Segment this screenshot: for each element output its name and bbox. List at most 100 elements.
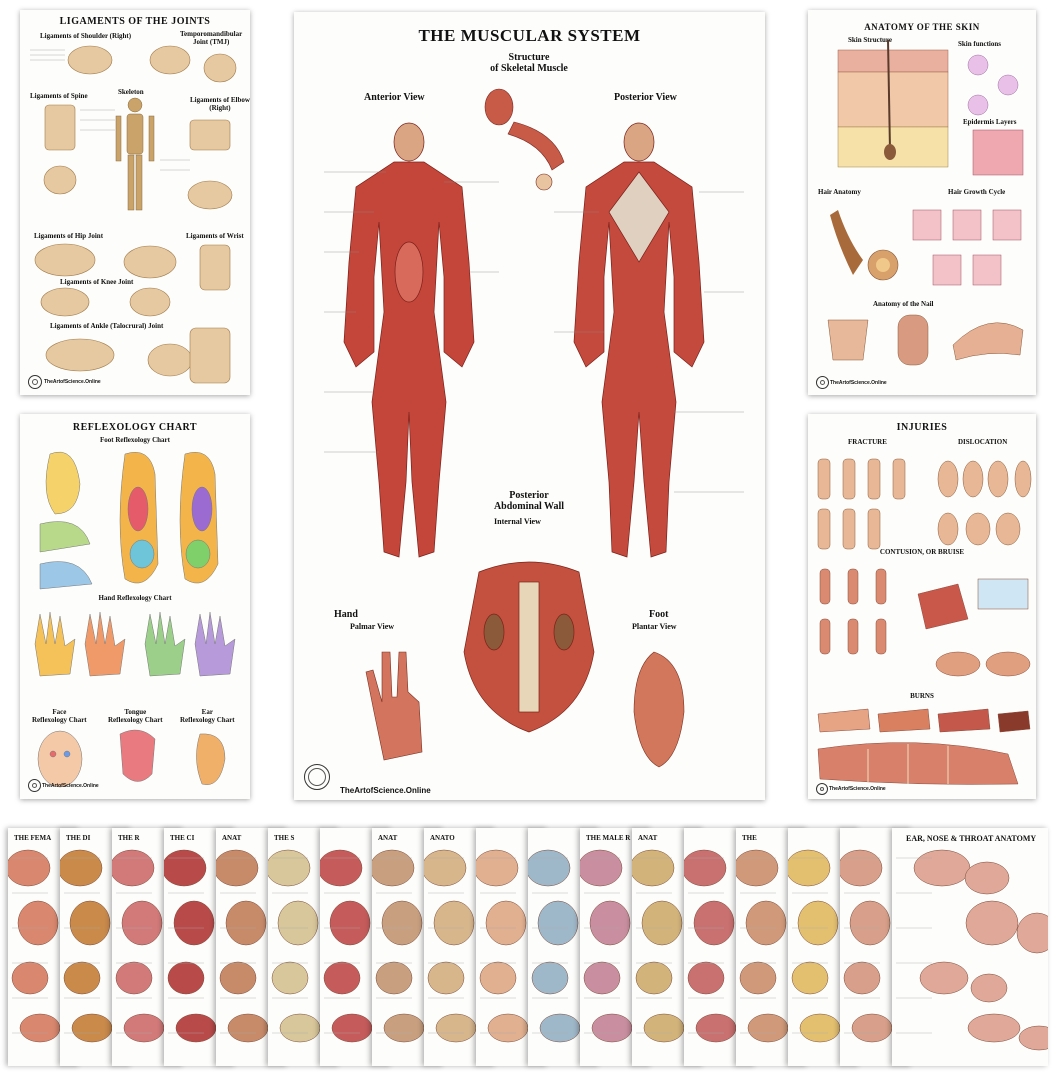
anatomy-shape: [736, 849, 779, 887]
publisher-seal: [816, 376, 829, 389]
section-epidermis: Epidermis Layers: [963, 118, 1017, 126]
anatomy-shape: [424, 849, 467, 887]
poster-title: ANATOMY OF THE SKIN: [864, 22, 980, 32]
anatomy-shape: [537, 900, 579, 946]
poster-title: REFLEXOLOGY CHART: [72, 422, 198, 433]
anatomy-shape: [63, 961, 101, 995]
stacked-poster-illustration: [60, 849, 113, 1043]
anatomy-shape: [175, 1013, 217, 1043]
section-foot-chart: Foot Reflexology Chart: [100, 436, 170, 444]
anterior-figure: [343, 122, 475, 558]
anatomy-shape: [747, 1013, 789, 1043]
anatomy-shape: [693, 900, 735, 946]
stacked-poster-illustration: [372, 849, 425, 1043]
stacked-poster-illustration: [736, 849, 789, 1043]
anatomy-shape: [112, 849, 155, 887]
poster-ligaments: LIGAMENTS OF THE JOINTS Ligaments of Sho…: [20, 10, 250, 395]
footer-brand: TheArtofScience.Online: [44, 379, 101, 385]
anatomy-shape: [528, 849, 571, 887]
anatomy-shape: [799, 1013, 841, 1043]
stacked-poster-illustration: [8, 849, 61, 1043]
poster-title: INJURIES: [896, 422, 948, 433]
stacked-poster-illustration: [528, 849, 581, 1043]
anatomy-shape: [225, 900, 267, 946]
stacked-poster-illustration: [684, 849, 737, 1043]
anatomy-shape: [17, 900, 59, 946]
anatomy-shape: [797, 900, 839, 946]
muscular-illustrations: [324, 88, 744, 768]
anatomy-shape: [970, 973, 1008, 1003]
anatomy-shape: [320, 849, 363, 887]
anatomy-shape: [583, 961, 621, 995]
stacked-poster-title: THE MALE R: [586, 834, 631, 842]
section-hair-anatomy: Hair Anatomy: [818, 188, 861, 196]
anatomy-shape: [279, 1013, 321, 1043]
stacked-poster-illustration: [788, 849, 841, 1043]
anatomy-shape: [788, 849, 831, 887]
anatomy-shape: [851, 1013, 893, 1043]
anatomy-shape: [115, 961, 153, 995]
foot-illustration: [633, 651, 685, 768]
poster-title: LIGAMENTS OF THE JOINTS: [59, 16, 211, 27]
poster-skin: ANATOMY OF THE SKIN Skin Structure Skin …: [808, 10, 1036, 395]
anatomy-shape: [591, 1013, 633, 1043]
anatomy-shape: [479, 961, 517, 995]
stacked-poster-title: THE S: [274, 834, 295, 842]
reflexology-illustrations: [34, 451, 236, 788]
leader-lines: [324, 171, 744, 493]
anatomy-shape: [435, 1013, 477, 1043]
anatomy-shape: [539, 1013, 581, 1043]
section-structure-title: Structure of Skeletal Muscle: [490, 52, 568, 74]
anatomy-shape: [849, 900, 891, 946]
section-tongue: Tongue Reflexology Chart: [108, 708, 163, 724]
anatomy-shape: [964, 861, 1010, 895]
section-posterior: Posterior View: [614, 92, 677, 103]
stacked-poster-illustration: [840, 849, 893, 1043]
section-foot: Foot: [649, 609, 669, 620]
section-fracture: FRACTURE: [848, 438, 887, 446]
section-burns: BURNS: [910, 692, 934, 700]
anatomy-shape: [121, 900, 163, 946]
anatomy-shape: [745, 900, 787, 946]
anatomy-shape: [632, 849, 675, 887]
anatomy-shape: [375, 961, 413, 995]
anatomy-shape: [71, 1013, 113, 1043]
stacked-poster-title: ANAT: [222, 834, 242, 842]
anatomy-shape: [69, 900, 111, 946]
anatomy-shape: [19, 1013, 61, 1043]
anatomy-shape: [329, 900, 371, 946]
section-skeleton: Skeleton: [118, 88, 144, 96]
muscle-structure: [484, 88, 565, 191]
section-hair-cycle: Hair Growth Cycle: [948, 188, 1006, 196]
stacked-poster-title: ANAT: [378, 834, 398, 842]
anatomy-shape: [687, 961, 725, 995]
section-dislocation: DISLOCATION: [958, 438, 1008, 446]
anatomy-shape: [643, 1013, 685, 1043]
anatomy-shape: [965, 900, 1019, 946]
anatomy-shape: [739, 961, 777, 995]
anatomy-shape: [167, 961, 205, 995]
section-wrist: Ligaments of Wrist: [186, 232, 244, 240]
section-skin-structure: Skin Structure: [848, 36, 893, 44]
stacked-poster-illustration: [896, 849, 1048, 1051]
section-hip: Ligaments of Hip Joint: [34, 232, 104, 240]
anatomy-shape: [323, 961, 361, 995]
section-abdominal: Posterior Abdominal Wall: [493, 490, 565, 512]
anatomy-shape: [641, 900, 683, 946]
anatomy-shape: [372, 849, 415, 887]
publisher-seal: [816, 783, 828, 795]
section-ankle: Ligaments of Ankle (Talocrural) Joint: [50, 322, 164, 330]
anatomy-shape: [381, 900, 423, 946]
anatomy-shape: [277, 900, 319, 946]
section-elbow: Ligaments of Elbow (Right): [190, 96, 250, 112]
section-ear: Ear Reflexology Chart: [180, 708, 235, 724]
publisher-seal: [304, 764, 330, 790]
section-skin-functions: Skin functions: [958, 40, 1001, 48]
anatomy-shape: [840, 849, 883, 887]
anatomy-shape: [227, 1013, 269, 1043]
stacked-poster-illustration: [580, 849, 633, 1043]
footer-brand: TheArtofScience.Online: [340, 786, 431, 795]
section-shoulder: Ligaments of Shoulder (Right): [40, 32, 132, 40]
anatomy-shape: [967, 1013, 1021, 1043]
stacked-poster-title: THE R: [118, 834, 140, 842]
